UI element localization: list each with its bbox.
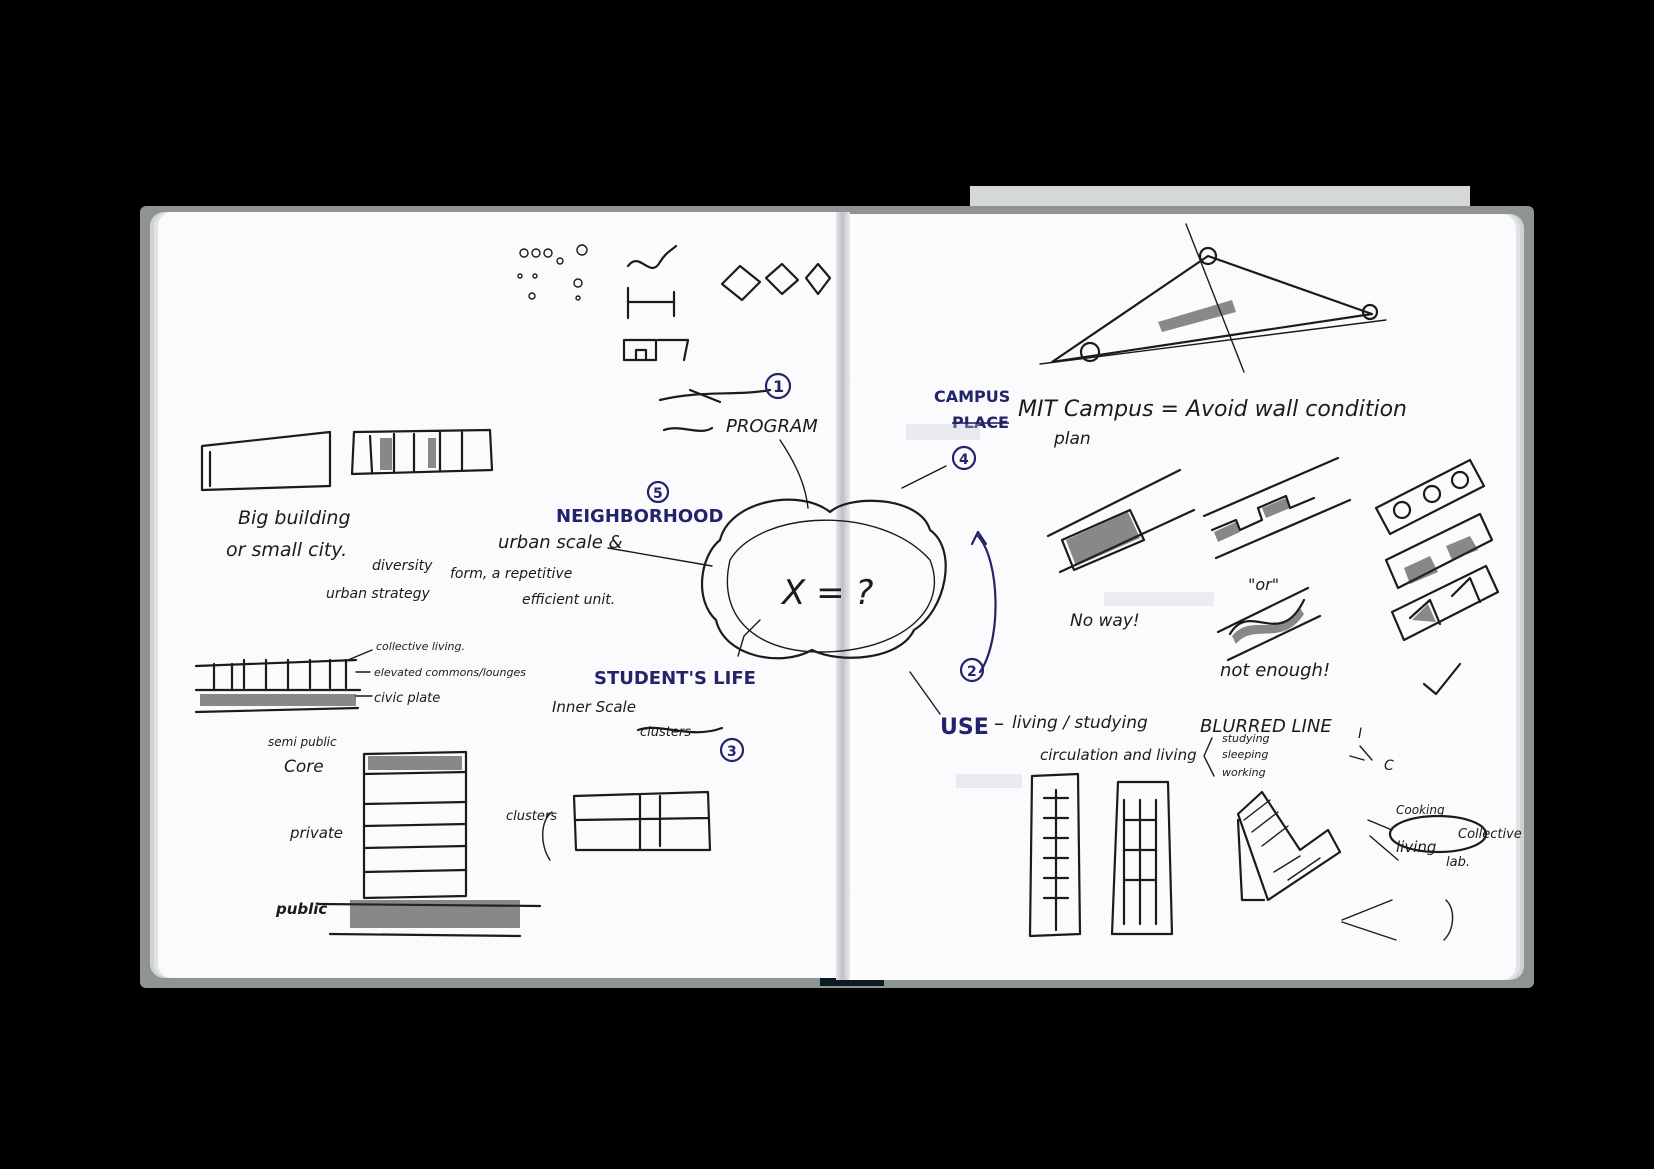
svg-text:I: I [1358, 726, 1362, 742]
svg-text:–: – [994, 711, 1004, 735]
svg-text:USE: USE [940, 715, 989, 740]
svg-text:No way!: No way! [1070, 611, 1140, 631]
svg-text:PROGRAM: PROGRAM [726, 416, 818, 437]
svg-text:STUDENT'S LIFE: STUDENT'S LIFE [594, 668, 756, 689]
right-page [844, 214, 1516, 980]
program-relationship-sketch [1341, 814, 1488, 941]
svg-text:living: living [1396, 838, 1436, 856]
tower-section-sketch [316, 750, 542, 938]
svg-text:public: public [275, 900, 327, 918]
svg-text:1: 1 [773, 377, 784, 396]
svg-text:living / studying: living / studying [1012, 713, 1148, 733]
svg-text:CAMPUS: CAMPUS [934, 387, 1010, 406]
site-triangle-sketch [1039, 223, 1387, 373]
svg-text:sleeping: sleeping [1222, 748, 1268, 761]
svg-text:Inner Scale: Inner Scale [552, 698, 636, 716]
svg-text:elevated commons/lounges: elevated commons/lounges [374, 666, 526, 679]
svg-text:diversity: diversity [372, 558, 433, 574]
svg-text:Big building: Big building [238, 507, 351, 529]
svg-text:MIT Campus = Avoid wall condit: MIT Campus = Avoid wall condition [1018, 397, 1407, 422]
building-elevation-sketches [200, 428, 494, 492]
program-label: 1 PROGRAM [658, 372, 818, 509]
svg-text:semi public: semi public [268, 735, 337, 749]
svg-text:clusters: clusters [640, 725, 691, 740]
svg-text:circulation and living: circulation and living [1040, 746, 1197, 764]
svg-text:plan: plan [1053, 429, 1091, 449]
svg-text:form, a repetitive: form, a repetitive [450, 566, 572, 582]
svg-text:3: 3 [727, 744, 737, 760]
svg-text:working: working [1222, 766, 1266, 779]
svg-text:4: 4 [959, 452, 969, 468]
cluster-plan-sketch [542, 790, 712, 861]
svg-text:or small city.: or small city. [226, 539, 347, 561]
svg-text:lab.: lab. [1446, 855, 1470, 870]
central-question-cloud: X = ? [701, 498, 947, 660]
svg-text:clusters: clusters [506, 809, 557, 824]
collective-living-section [194, 649, 373, 714]
cycle-arrows: 2 [909, 530, 997, 715]
svg-text:BLURRED LINE: BLURRED LINE [1200, 716, 1332, 737]
svg-text:2: 2 [967, 664, 977, 680]
svg-text:collective living.: collective living. [376, 640, 465, 653]
svg-text:efficient unit.: efficient unit. [522, 592, 615, 608]
svg-text:urban strategy: urban strategy [326, 586, 431, 602]
svg-text:5: 5 [653, 486, 663, 502]
svg-text:Cooking: Cooking [1396, 803, 1445, 817]
page-gutter [836, 212, 850, 980]
svg-text:private: private [289, 824, 343, 842]
form-study-sketches [622, 244, 832, 362]
svg-text:Core: Core [284, 757, 324, 777]
svg-text:Collective: Collective [1458, 827, 1522, 842]
svg-text:studying: studying [1222, 732, 1270, 745]
diagonal-module-sketches [1374, 458, 1500, 696]
svg-text:X = ?: X = ? [780, 573, 873, 613]
dot-pattern-sketch [517, 244, 588, 301]
svg-text:urban scale &: urban scale & [498, 532, 623, 553]
svg-text:C: C [1384, 758, 1394, 774]
svg-text:"or": "or" [1248, 575, 1279, 594]
svg-text:PLACE: PLACE [952, 413, 1009, 432]
svg-text:NEIGHBORHOOD: NEIGHBORHOOD [556, 506, 723, 527]
svg-text:civic plate: civic plate [374, 691, 440, 706]
svg-text:not enough!: not enough! [1220, 660, 1330, 681]
unit-plan-sketches [1028, 772, 1342, 938]
wall-condition-sketches [1046, 456, 1352, 662]
